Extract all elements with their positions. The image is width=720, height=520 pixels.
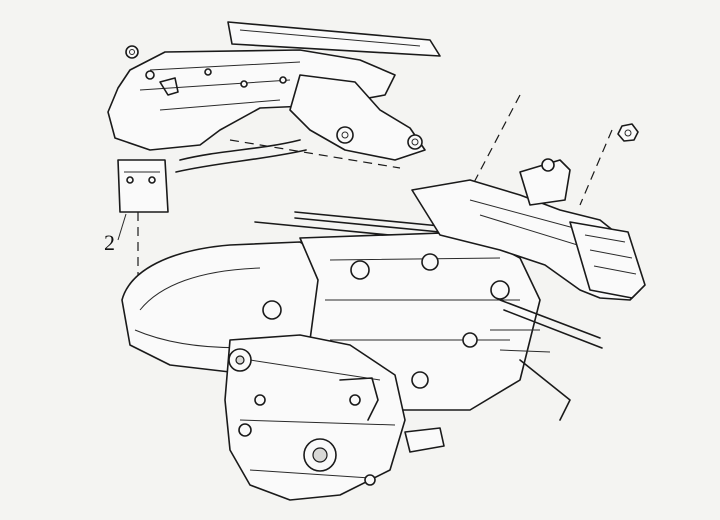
nut-part [617,123,639,142]
mounting-bracket [107,21,441,213]
callout-2-label: 2 [104,230,115,255]
engine-block [121,158,646,501]
